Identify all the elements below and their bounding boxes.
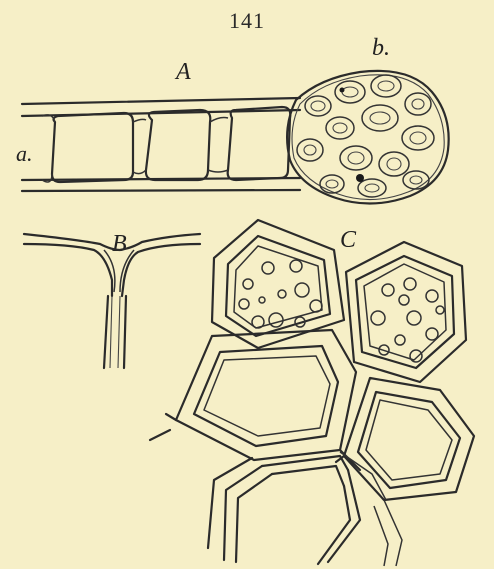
figure-C-polygon-cells [150,220,474,566]
figure-B-wall-junction [24,234,200,368]
pit-dot-small [340,88,345,93]
figure-A-cell-row [22,98,300,191]
figure-b-cell-cluster [287,71,449,204]
pit-dot [356,174,364,182]
stone-cell-rings [297,75,434,197]
cell-lumen-1 [52,113,133,182]
cell-lumen-3 [228,107,291,180]
cell-lumen-2 [146,110,210,180]
granules-cell-1 [239,260,322,328]
